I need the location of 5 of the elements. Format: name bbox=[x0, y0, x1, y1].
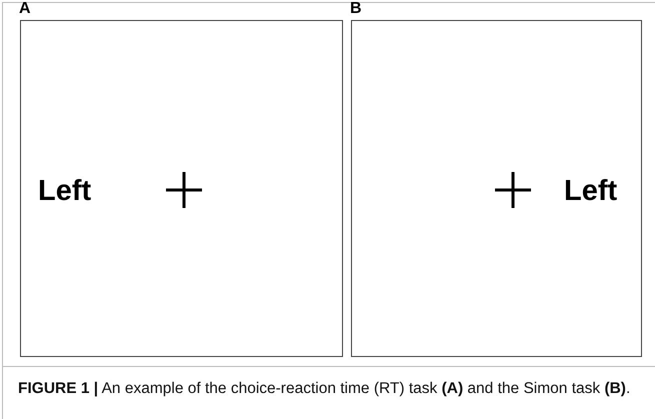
stimulus-word: Left bbox=[564, 175, 618, 207]
figure-caption: FIGURE 1 | An example of the choice-reaction time (RT) task (A) and the Simon task (B). bbox=[18, 379, 632, 399]
panel-label: B bbox=[350, 0, 362, 18]
stimulus-word: Left bbox=[38, 175, 92, 207]
panel-label: A bbox=[19, 0, 31, 18]
